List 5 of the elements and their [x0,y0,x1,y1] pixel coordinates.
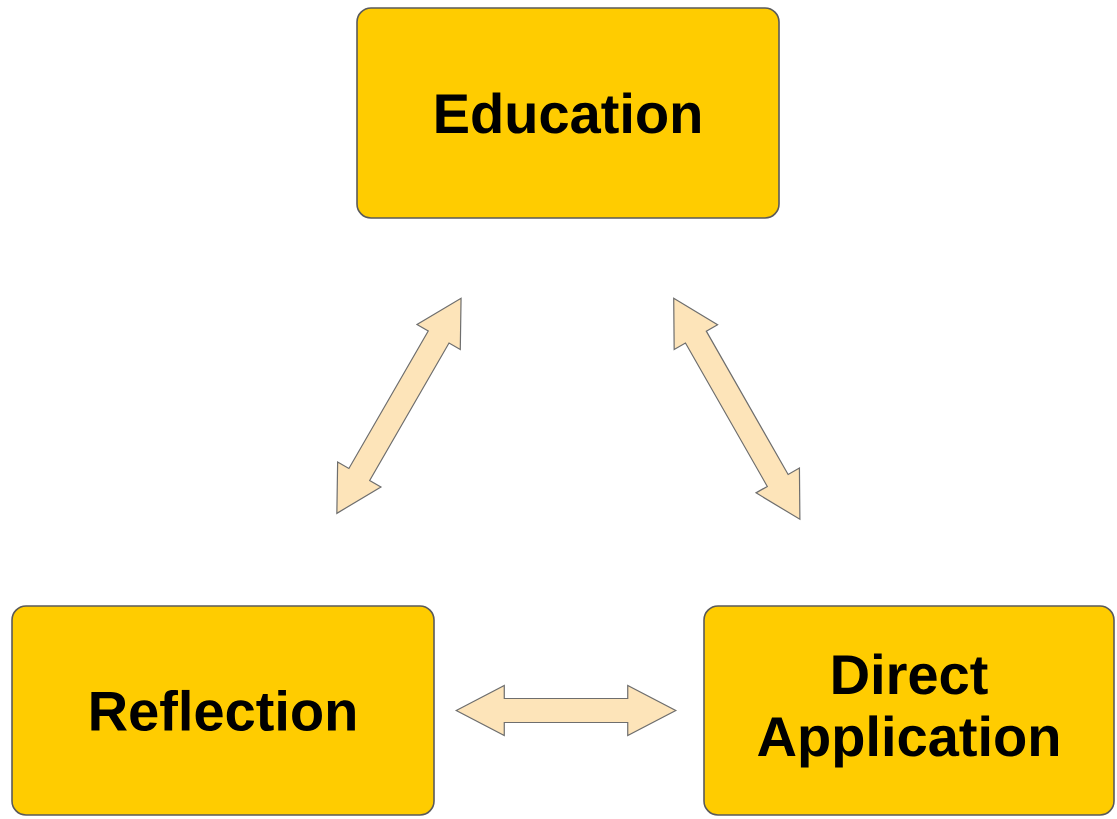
process-box: Direct Application [703,605,1115,816]
process-box: Education [356,7,780,219]
double-arrow [336,297,462,515]
double-arrow [673,297,801,521]
process-box: Reflection [11,605,435,816]
